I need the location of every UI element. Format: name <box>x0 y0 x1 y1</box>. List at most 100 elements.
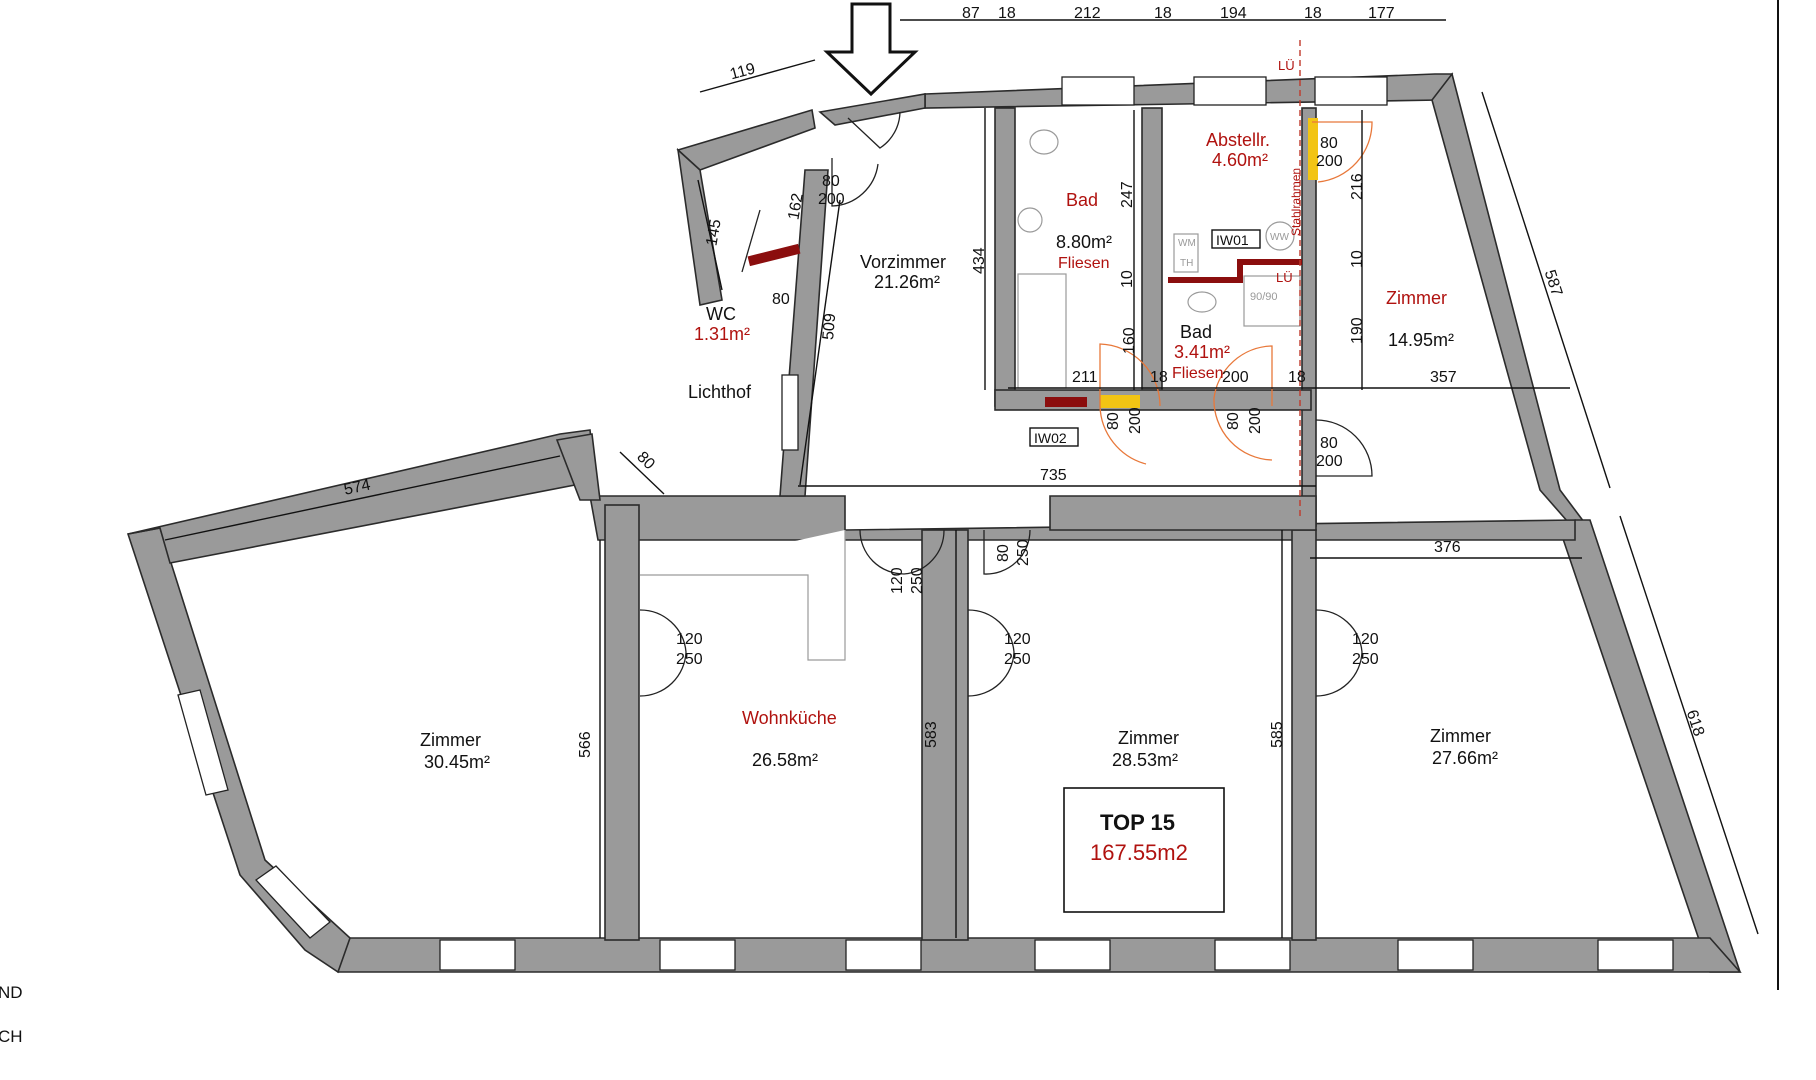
door-zc-top-h: 250 <box>1015 539 1032 566</box>
dim-119-line <box>699 59 816 93</box>
wall-bad-bottom <box>994 389 1312 411</box>
dim-177: 177 <box>1368 5 1395 22</box>
door-ne-h: 200 <box>1316 453 1343 470</box>
door-entrance <box>847 111 901 149</box>
dim-376: 376 <box>1434 539 1461 556</box>
wall-wc-north <box>676 108 816 171</box>
ww-tag: WW <box>1270 232 1289 243</box>
wohnkueche-name: Wohnküche <box>742 708 837 728</box>
dim-587-line <box>1481 91 1611 489</box>
dim-160: 160 <box>1121 327 1138 354</box>
wc-bowl-line <box>741 209 761 273</box>
abstellr-area: 4.60m² <box>1212 150 1268 170</box>
bathtub <box>1017 273 1067 389</box>
window-n2 <box>1193 76 1267 106</box>
zimmer-w-name: Zimmer <box>420 730 481 750</box>
abstellr-name: Abstellr. <box>1206 130 1270 150</box>
wall-east-lower <box>1559 519 1742 973</box>
door-wc-w: 80 <box>822 173 840 190</box>
zimmer-c-area: 28.53m² <box>1112 750 1178 770</box>
door-wc-h: 200 <box>818 191 845 208</box>
fixtures <box>640 129 1301 661</box>
door-wohnk-top <box>859 529 945 575</box>
wall-div-3 <box>1291 529 1317 941</box>
door-abstell-h: 200 <box>1316 153 1343 170</box>
dim-434: 434 <box>971 247 988 274</box>
wall-wc-west <box>676 147 723 306</box>
window-n3 <box>1314 76 1388 106</box>
toilet-bad <box>1029 129 1059 155</box>
wall-west <box>126 527 351 974</box>
window-s6 <box>1397 939 1474 971</box>
door-wc <box>831 158 879 207</box>
entrance-arrow-icon <box>823 2 919 97</box>
window-s4 <box>1034 939 1111 971</box>
zimmer-e-name: Zimmer <box>1430 726 1491 746</box>
markers <box>747 40 1318 520</box>
dim-18c: 18 <box>1304 5 1322 22</box>
bad2-name: Bad <box>1180 322 1212 342</box>
dim-587: 587 <box>1541 268 1565 299</box>
zimmer-ne-area: 14.95m² <box>1388 330 1454 350</box>
window-s2 <box>659 939 736 971</box>
red-iw02 <box>1045 397 1087 407</box>
dim-574-line <box>164 455 561 541</box>
bad2-finish: Fliesen <box>1172 365 1224 382</box>
door-zimmer-e-side <box>1315 609 1363 697</box>
window-s1 <box>439 939 516 971</box>
door-zimmer-c-top <box>983 529 1031 575</box>
door-zimmer-ne <box>1315 419 1373 477</box>
dim-10b: 10 <box>1349 250 1366 268</box>
dim-574: 574 <box>342 477 372 499</box>
margin-text-1: ND <box>0 983 23 1002</box>
dim-119: 119 <box>728 60 757 83</box>
stahlrahmen-tag: Stahlrahmen <box>1289 168 1303 236</box>
dim-18b: 18 <box>1154 5 1172 22</box>
window-n1 <box>1061 76 1135 106</box>
dim-162: 162 <box>785 192 806 221</box>
door-ze-side-h: 250 <box>1352 651 1379 668</box>
windows <box>177 76 1674 971</box>
dim-18a: 18 <box>998 5 1016 22</box>
dim-10a: 10 <box>1119 270 1136 288</box>
wall-bad-mid <box>1141 107 1163 399</box>
lue-tag-1: LÜ <box>1278 58 1295 73</box>
room-labels: Vorzimmer 21.26m² Bad 8.80m² Fliesen Abs… <box>420 130 1498 772</box>
dimension-lines <box>164 19 1759 938</box>
dim-194: 194 <box>1220 5 1247 22</box>
dim-145: 145 <box>703 218 724 247</box>
dim-18e: 18 <box>1288 369 1306 386</box>
dim-80-line <box>619 451 665 495</box>
door-abstell <box>1312 121 1373 183</box>
dim-247: 247 <box>1119 181 1136 208</box>
vorzimmer-name: Vorzimmer <box>860 252 946 272</box>
lichthof-name: Lichthof <box>688 382 752 402</box>
wall-div-2 <box>921 529 969 941</box>
wall-entrance <box>818 93 926 126</box>
wall-west-top <box>127 429 599 564</box>
iw01-tag: IW01 <box>1216 232 1249 248</box>
wall-bottom-block <box>1049 495 1317 531</box>
wall-div-1 <box>604 504 640 941</box>
walls <box>126 72 1742 974</box>
window-w2 <box>255 865 331 939</box>
dim-190: 190 <box>1349 317 1366 344</box>
iw02-box <box>1029 427 1079 447</box>
door-abstell-w: 80 <box>1320 135 1338 152</box>
door-bad2-w: 80 <box>1225 412 1242 430</box>
wall-bad-left <box>994 107 1016 407</box>
zimmer-e-area: 27.66m² <box>1432 748 1498 768</box>
wc-area: 1.31m² <box>694 324 750 344</box>
iw02-tag: IW02 <box>1034 430 1067 446</box>
dim-216: 216 <box>1349 173 1366 200</box>
door-bad1-h: 200 <box>1127 407 1144 434</box>
tags: IW01 IW02 LÜ LÜ Stahlrahmen WM TH WW 90/… <box>1029 58 1303 447</box>
door-wk-side-h: 250 <box>676 651 703 668</box>
lue-tag-2: LÜ <box>1276 270 1293 285</box>
sink-bad <box>1017 207 1043 233</box>
dimension-labels: 87 18 212 18 194 18 177 119 145 162 509 … <box>342 5 1707 758</box>
bad1-name: Bad <box>1066 190 1098 210</box>
dim-87: 87 <box>962 5 980 22</box>
top-title: TOP 15 <box>1100 810 1175 835</box>
